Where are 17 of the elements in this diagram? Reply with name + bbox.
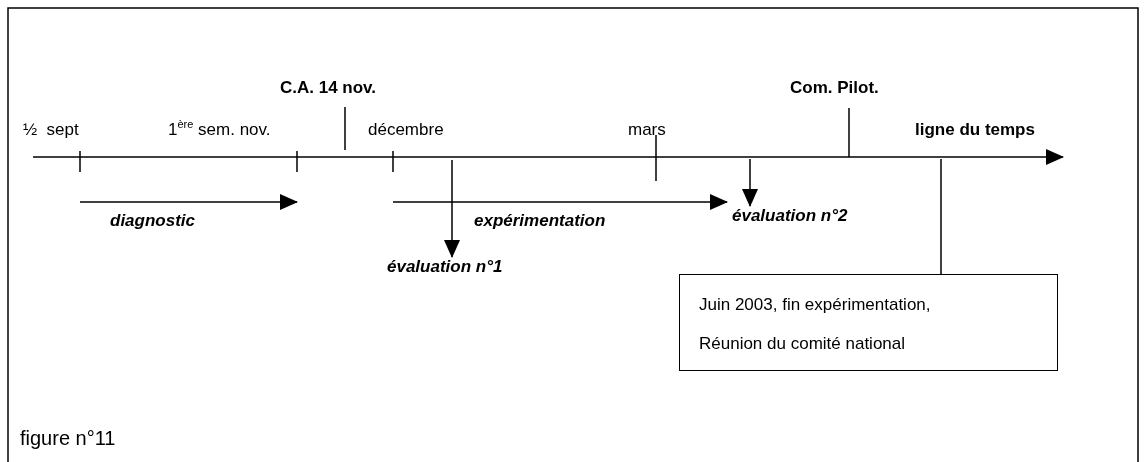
axis-label: ligne du temps — [915, 120, 1035, 140]
note-box — [679, 274, 1058, 371]
milestone-label: évaluation n°1 — [387, 257, 503, 277]
note-text: Juin 2003, fin expérimentation, Réunion du comité national — [699, 294, 932, 355]
milestone-label: Com. Pilot. — [790, 78, 879, 98]
figure-caption: figure n°11 — [20, 426, 116, 450]
date-label: 1$^{ère}$ sem. nov. — [168, 120, 271, 140]
phase-label: expérimentation — [474, 211, 606, 231]
date-label: décembre — [368, 120, 444, 140]
leader-line — [940, 158, 942, 275]
milestone-label: C.A. 14 nov. — [280, 78, 377, 98]
arrow — [742, 158, 758, 207]
phase-label: diagnostic — [110, 211, 195, 231]
milestone-label: évaluation n°2 — [732, 206, 848, 226]
date-label: mars — [628, 120, 666, 140]
date-label: ½ sept — [23, 120, 79, 140]
arrow — [444, 159, 460, 258]
